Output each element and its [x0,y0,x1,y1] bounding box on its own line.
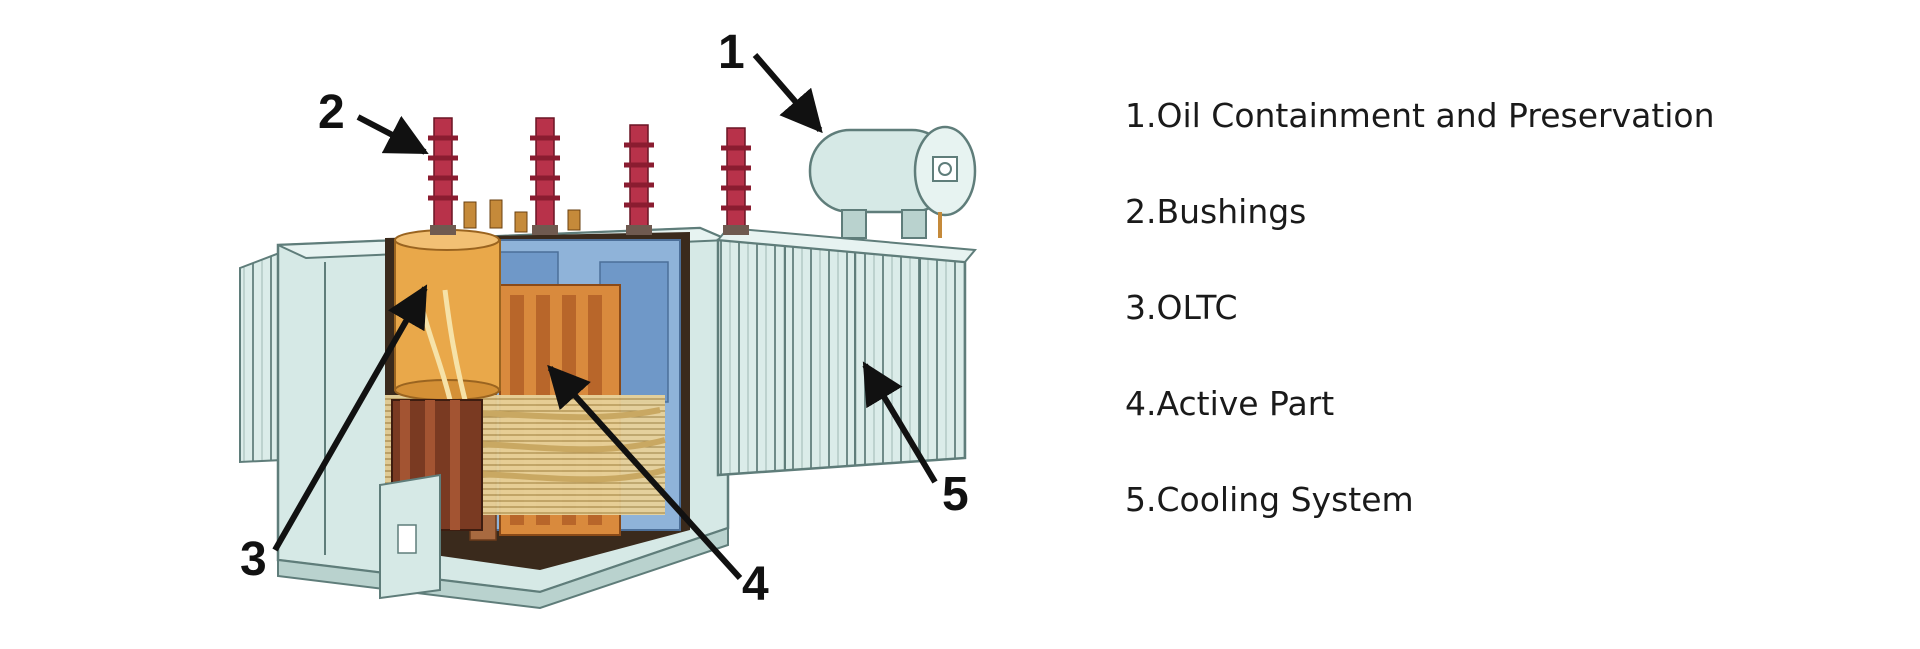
callout-number-2: 2 [318,86,345,139]
bushing [721,128,751,235]
bushings [428,118,751,235]
legend-item-oltc: 3.OLTC [1125,288,1715,384]
callout-arrow-1 [755,55,820,130]
bushing [530,118,560,235]
callout-arrow-2 [358,117,425,152]
legend-item-bushings: 2.Bushings [1125,192,1715,288]
legend-item-active-part: 4.Active Part [1125,384,1715,480]
left-radiator [240,252,282,462]
bushing [428,118,458,235]
small-bushings [464,200,580,232]
legend-item-oil-containment: 1.Oil Containment and Preservation [1125,96,1715,192]
oil-conservator [810,127,975,238]
callout-number-5: 5 [942,468,969,521]
transformer-diagram: 1 2 3 4 5 [0,0,1080,649]
cooling-radiators [718,228,975,475]
callout-number-1: 1 [718,26,745,79]
legend-item-cooling-system: 5.Cooling System [1125,480,1715,576]
parts-legend: 1.Oil Containment and Preservation 2.Bus… [1125,96,1715,576]
terminal-box [380,475,440,598]
callout-number-3: 3 [240,533,267,586]
bushing [624,125,654,235]
callout-number-4: 4 [742,558,769,611]
